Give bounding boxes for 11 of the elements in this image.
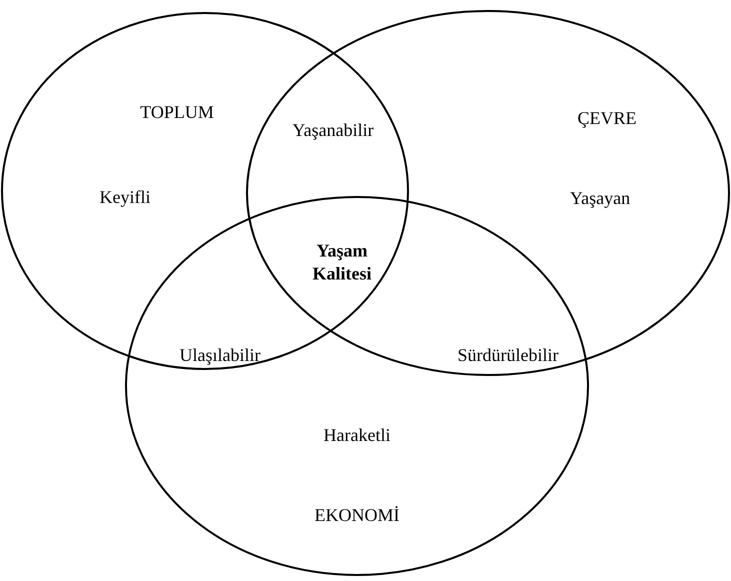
center-label: Yaşam Kalitesi (312, 240, 372, 284)
set-label: Yaşayan (570, 186, 630, 210)
overlap-label: Yaşanabilir (292, 118, 374, 142)
set-label: Haraketli (324, 424, 390, 446)
overlap-label: Ulaşılabilir (180, 344, 260, 366)
set-title: TOPLUM (140, 100, 214, 124)
set-label: Keyifli (100, 186, 150, 208)
set-title: EKONOMİ (314, 504, 400, 526)
set-title: ÇEVRE (578, 106, 636, 130)
venn-ellipse (1, 12, 409, 370)
overlap-label: Sürdürülebilir (458, 344, 558, 366)
